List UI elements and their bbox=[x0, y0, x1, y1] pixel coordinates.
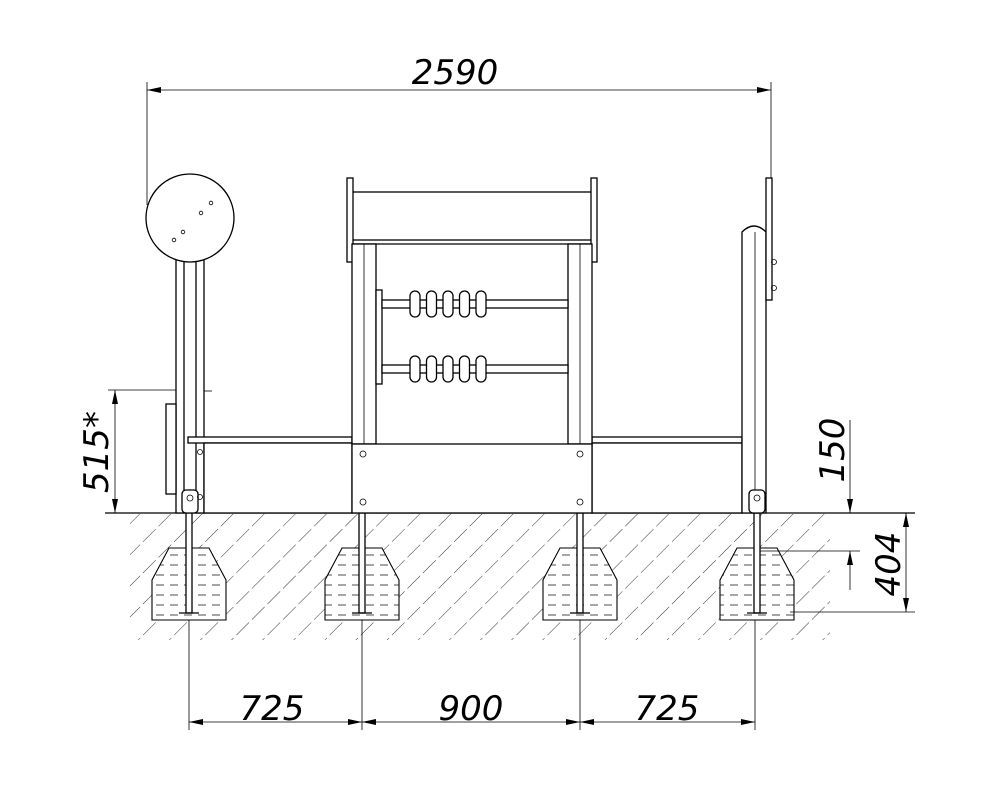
dimension-platform-height: 150 bbox=[813, 418, 853, 483]
right-platform bbox=[591, 436, 749, 514]
abacus-bead bbox=[425, 355, 438, 383]
ground-hatching bbox=[105, 512, 915, 640]
abacus-bead bbox=[475, 355, 487, 383]
dimension-span-left: 725 bbox=[240, 689, 305, 729]
abacus-bead bbox=[442, 290, 454, 318]
abacus-bead bbox=[442, 355, 454, 383]
abacus-beads bbox=[409, 290, 487, 383]
concrete-footing bbox=[542, 512, 618, 621]
left-platform bbox=[187, 436, 353, 514]
dimension-sign-height: 515* bbox=[77, 411, 117, 493]
dimension-span-right: 725 bbox=[635, 689, 700, 729]
dimension-span-middle: 900 bbox=[439, 689, 504, 729]
concrete-footing bbox=[151, 512, 227, 621]
abacus-bead bbox=[409, 355, 421, 383]
abacus-bead bbox=[409, 290, 421, 318]
dimension-footing-depth: 404 bbox=[869, 532, 909, 597]
abacus-bead bbox=[458, 290, 471, 318]
dimension-overall-width: 2590 bbox=[412, 53, 499, 93]
dimension-lines bbox=[108, 82, 915, 730]
abacus-bead bbox=[475, 290, 487, 318]
anchor-rod bbox=[576, 512, 584, 614]
anchor-rod bbox=[358, 512, 366, 614]
right-post bbox=[741, 177, 777, 514]
anchor-rod bbox=[753, 512, 761, 614]
abacus-bead bbox=[458, 355, 471, 383]
footings bbox=[151, 512, 795, 621]
anchor-rod bbox=[185, 512, 193, 614]
concrete-footing bbox=[324, 512, 400, 621]
round-sign-panel bbox=[145, 173, 235, 514]
abacus-bead bbox=[425, 290, 438, 318]
abacus-frame bbox=[346, 177, 598, 514]
concrete-footing bbox=[719, 512, 795, 621]
